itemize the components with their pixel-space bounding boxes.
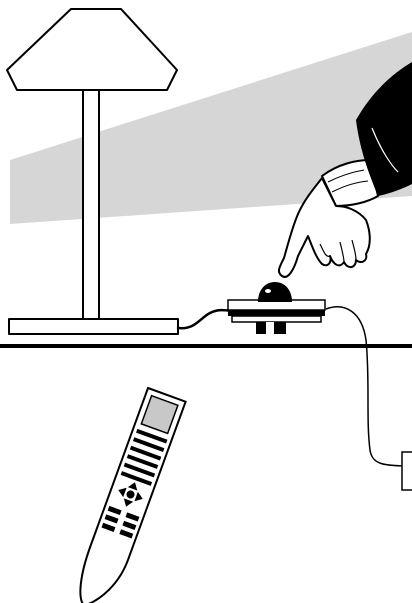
remote-key-row-6 (120, 471, 153, 486)
remote-key-left-1 (107, 505, 122, 516)
nav-arrow-down-icon (123, 498, 134, 507)
switch-dome (258, 282, 292, 302)
hand-pointing (277, 159, 379, 278)
remote-screen (140, 394, 179, 435)
nav-arrow-right-icon (134, 491, 143, 502)
remote-control (79, 386, 187, 603)
remote-key-row-3 (129, 445, 162, 461)
switch-stand-highlight (266, 322, 274, 334)
lamp (6, 8, 179, 335)
push-button-switch (227, 282, 326, 334)
wall-shadow-band (10, 32, 412, 224)
remote-key-row-1 (136, 428, 168, 444)
lamp-stem (82, 89, 100, 321)
socket-edge (401, 451, 412, 491)
remote-key-row-5 (123, 462, 156, 478)
lamp-cable (176, 308, 234, 330)
suit-sleeve (356, 62, 412, 196)
hand (277, 177, 371, 278)
remote-navigation-pad (118, 482, 143, 507)
nav-arrow-up-icon (127, 482, 138, 491)
switch-cable (325, 306, 412, 467)
nav-arrow-left-icon (118, 487, 127, 498)
lamp-base (8, 318, 179, 335)
remote-key-right-2 (122, 520, 137, 530)
switch-dome-highlight (265, 289, 271, 293)
remote-key-right-1 (125, 512, 140, 522)
remote-key-left-2 (104, 514, 119, 524)
switch-lower-plate (231, 315, 322, 323)
nav-center-button-icon (126, 490, 135, 499)
remote-key-row-4 (126, 454, 159, 469)
cuff-lines (327, 169, 369, 193)
lamp-shade (6, 8, 178, 91)
remote-key-left-3 (101, 522, 116, 532)
finger-lines (319, 239, 357, 263)
sleeve-crease (371, 127, 399, 173)
remote-key-right-3 (119, 529, 134, 539)
remote-key-row-2 (132, 437, 165, 452)
switch-mid-plate (228, 310, 325, 316)
